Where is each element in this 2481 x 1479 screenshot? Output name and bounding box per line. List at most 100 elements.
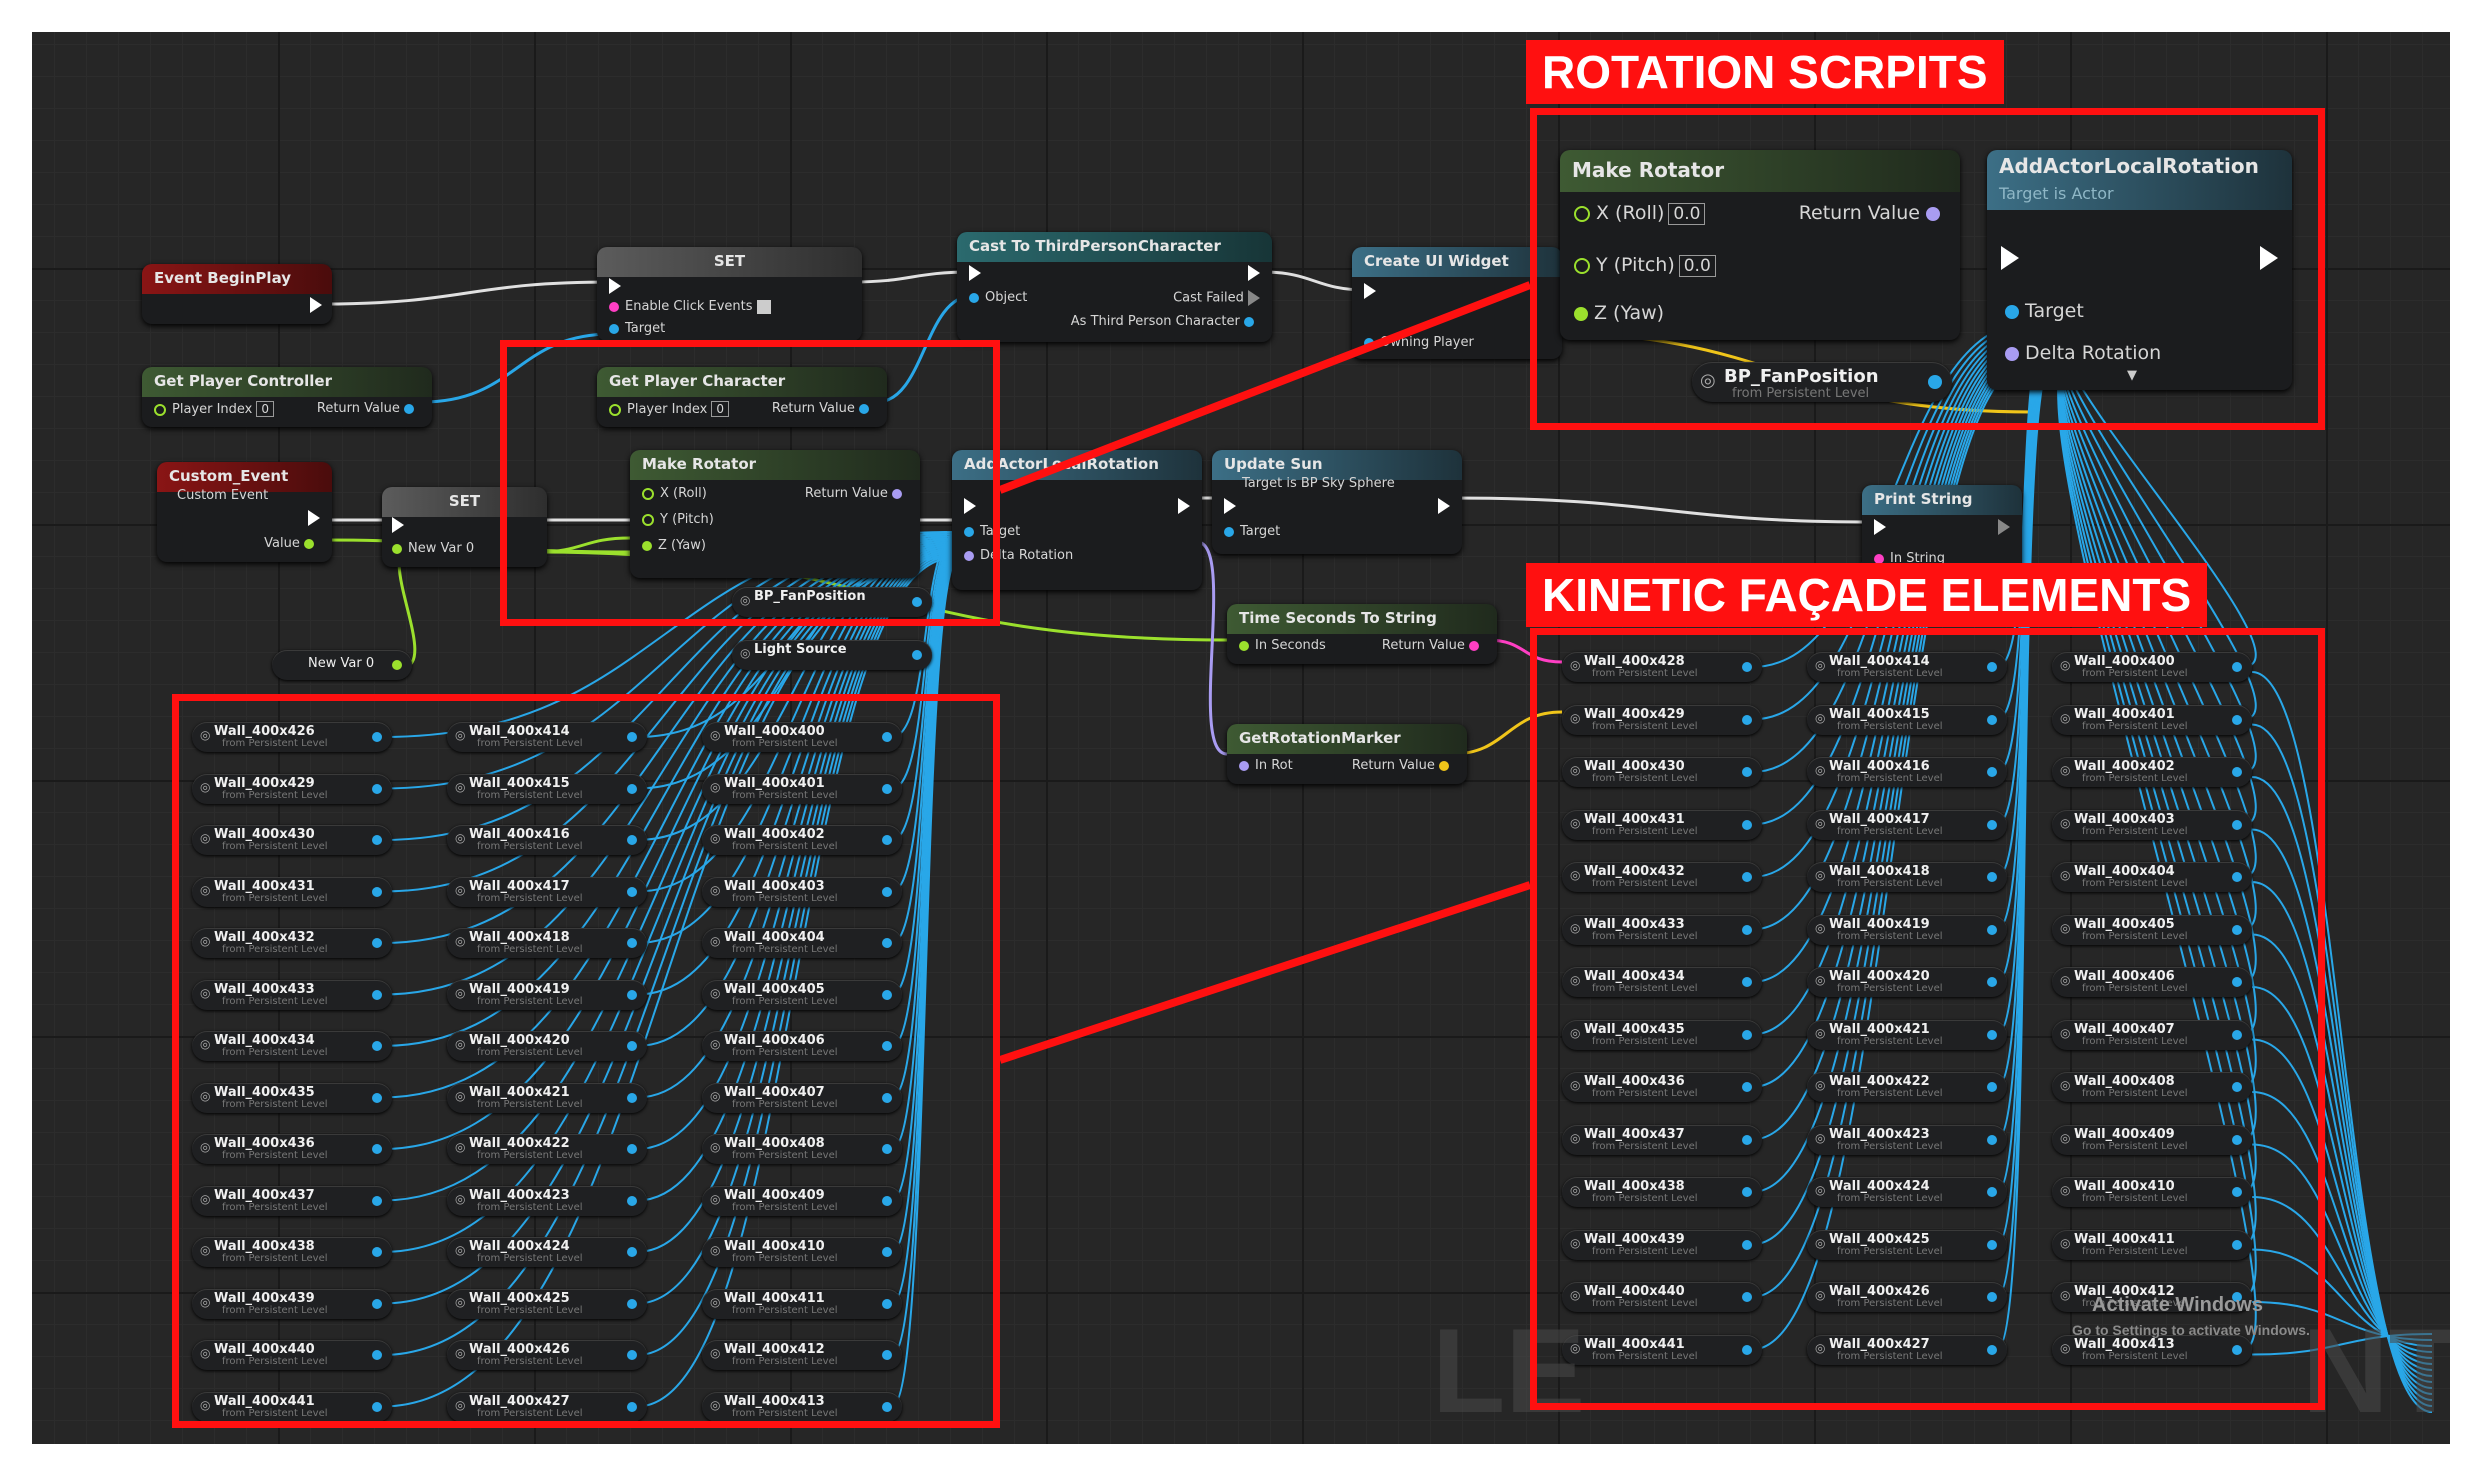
variable-pin[interactable] xyxy=(392,660,402,670)
wall-output-pin[interactable] xyxy=(2232,1239,2242,1250)
wall-output-pin[interactable] xyxy=(372,1298,382,1309)
wall-output-pin[interactable] xyxy=(1742,977,1752,987)
set-new-var-node[interactable]: SET New Var 0 xyxy=(382,487,547,567)
in-string-pin[interactable] xyxy=(1874,553,1884,564)
wall-output-pin[interactable] xyxy=(1742,1292,1752,1302)
target-pin[interactable] xyxy=(2005,304,2019,319)
checkbox[interactable] xyxy=(756,299,771,314)
roll-pin[interactable] xyxy=(642,487,654,500)
bp-fan-position-large[interactable]: ◎ BP_FanPosition from Persistent Level xyxy=(1692,362,1952,402)
wall-output-pin[interactable] xyxy=(372,938,382,948)
exec-in-pin[interactable] xyxy=(609,278,621,294)
new-var-getter[interactable]: New Var 0 xyxy=(272,650,412,680)
player-index-value[interactable]: 0 xyxy=(711,401,730,417)
wall-output-pin[interactable] xyxy=(882,886,892,897)
wall-output-pin[interactable] xyxy=(2232,1187,2242,1197)
wall-output-pin[interactable] xyxy=(1742,1344,1752,1355)
wall-output-pin[interactable] xyxy=(1742,924,1752,935)
wall-output-pin[interactable] xyxy=(1987,767,1997,777)
wall-output-pin[interactable] xyxy=(2232,872,2242,882)
roll-value[interactable]: 0.0 xyxy=(1668,203,1706,225)
wall-output-pin[interactable] xyxy=(2232,1134,2242,1145)
wall-output-pin[interactable] xyxy=(372,1195,382,1206)
cast-failed-pin[interactable] xyxy=(1248,290,1260,306)
expand-arrow-icon[interactable]: ▼ xyxy=(2127,368,2137,383)
wall-output-pin[interactable] xyxy=(627,1350,637,1360)
wall-output-pin[interactable] xyxy=(627,732,637,742)
pitch-pin[interactable] xyxy=(642,513,654,526)
wall-output-pin[interactable] xyxy=(627,1298,637,1309)
exec-in-pin[interactable] xyxy=(1364,283,1376,299)
wall-output-pin[interactable] xyxy=(2232,714,2242,725)
wall-output-pin[interactable] xyxy=(627,1247,637,1257)
player-index-pin[interactable] xyxy=(154,403,166,416)
wall-output-pin[interactable] xyxy=(2232,1292,2242,1302)
wall-output-pin[interactable] xyxy=(882,1298,892,1309)
print-string-node[interactable]: Print String In String xyxy=(1862,485,2022,581)
wall-output-pin[interactable] xyxy=(882,732,892,742)
wall-output-pin[interactable] xyxy=(882,938,892,948)
roll-pin[interactable] xyxy=(1574,205,1590,222)
in-seconds-pin[interactable] xyxy=(1239,640,1249,651)
return-value-pin[interactable] xyxy=(892,488,902,499)
wall-output-pin[interactable] xyxy=(882,783,892,794)
wall-output-pin[interactable] xyxy=(882,1247,892,1257)
wall-output-pin[interactable] xyxy=(627,835,637,845)
as-character-pin[interactable] xyxy=(1244,316,1254,327)
actor-pin[interactable] xyxy=(912,597,922,607)
return-value-pin[interactable] xyxy=(404,403,414,414)
object-pin[interactable] xyxy=(969,292,979,303)
wall-output-pin[interactable] xyxy=(1742,1082,1752,1092)
wall-output-pin[interactable] xyxy=(1987,1029,1997,1040)
in-rot-pin[interactable] xyxy=(1239,760,1249,771)
light-source-ref[interactable]: ◎ Light Source xyxy=(732,640,932,670)
wall-output-pin[interactable] xyxy=(882,989,892,1000)
wall-output-pin[interactable] xyxy=(1742,1187,1752,1197)
bool-pin[interactable] xyxy=(609,301,619,312)
custom-event-node[interactable]: Custom_Event Custom Event Value xyxy=(157,462,332,562)
make-rotator-large-node[interactable]: Make Rotator X (Roll)0.0 Y (Pitch)0.0 Z … xyxy=(1560,150,1960,340)
set-enable-click-node[interactable]: SET Enable Click Events Target xyxy=(597,247,862,341)
wall-output-pin[interactable] xyxy=(1987,977,1997,987)
actor-pin[interactable] xyxy=(912,650,922,660)
wall-output-pin[interactable] xyxy=(2232,1029,2242,1040)
exec-out-pin[interactable] xyxy=(1178,498,1190,514)
wall-output-pin[interactable] xyxy=(2232,1082,2242,1092)
wall-output-pin[interactable] xyxy=(882,1401,892,1412)
actor-pin[interactable] xyxy=(1928,375,1942,389)
